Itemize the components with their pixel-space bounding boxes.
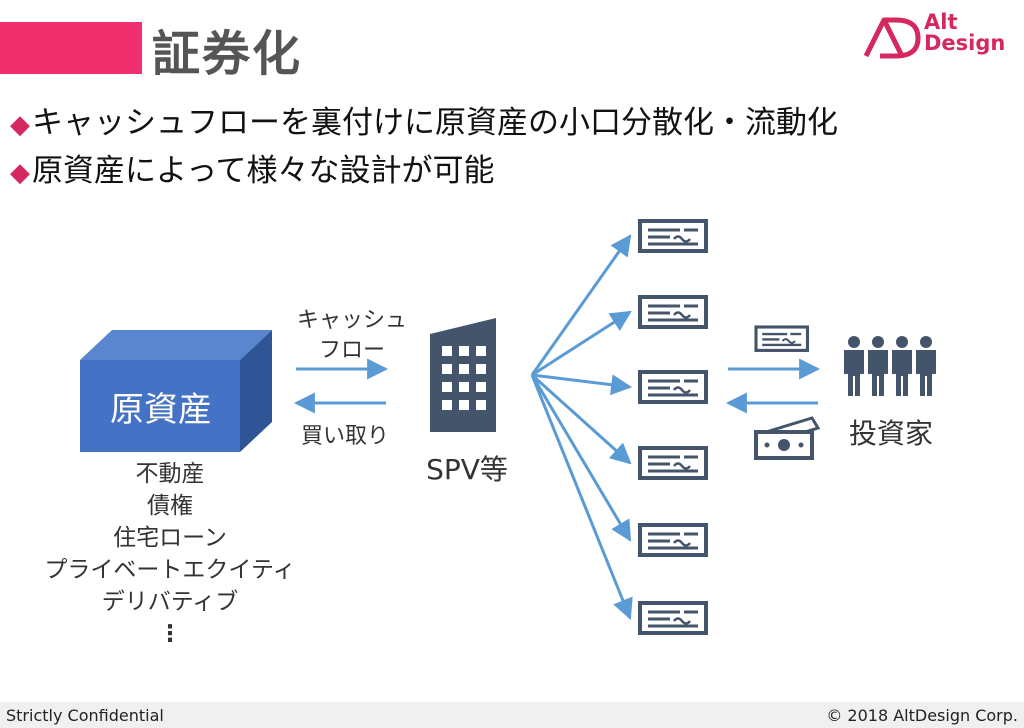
asset-box-label: 原資産	[110, 390, 212, 430]
purchase-label: 買い取り	[300, 424, 389, 449]
diamond-bullet-icon: ◆	[10, 158, 30, 188]
diamond-bullet-icon: ◆	[10, 110, 30, 140]
security-certificate-icon	[638, 601, 708, 635]
bullet-item: ◆キャッシュフローを裏付けに原資産の小口分散化・流動化	[10, 100, 838, 148]
cashflow-label: キャッシュ フロー	[292, 306, 412, 366]
cash-icon	[754, 416, 821, 460]
footer	[0, 702, 1024, 728]
logo-mark-icon	[863, 17, 921, 59]
security-certificate-icon	[754, 325, 810, 352]
list-item: プライベートエクイティ	[44, 557, 296, 583]
title-accent-bar	[0, 22, 142, 74]
bullet-text: キャッシュフローを裏付けに原資産の小口分散化・流動化	[32, 105, 838, 141]
footer-confidential: Strictly Confidential	[6, 706, 164, 725]
cashflow-label-line-1: キャッシュ	[296, 308, 407, 333]
logo-line-1: Alt	[924, 10, 958, 34]
altdesign-logo: Alt Design	[862, 12, 1012, 62]
list-item: 住宅ローン	[113, 525, 227, 551]
logo-text: Alt Design	[924, 12, 1005, 54]
bullet-text: 原資産によって様々な設計が可能	[32, 153, 495, 189]
security-certificate-icon	[638, 523, 708, 557]
cashflow-label-line-2: フロー	[318, 338, 385, 363]
distribution-arrows	[530, 234, 633, 620]
asset-examples-list: 不動産 債権 住宅ローン プライベートエクイティ デリバティブ ⋮	[40, 458, 300, 650]
bullet-item: ◆原資産によって様々な設計が可能	[10, 148, 838, 196]
building-icon	[430, 318, 496, 432]
investor-label: 投資家	[848, 417, 933, 450]
security-certificate-icon	[638, 446, 708, 480]
list-item: 不動産	[135, 461, 205, 487]
page-title: 証券化	[152, 26, 303, 82]
bullet-list: ◆キャッシュフローを裏付けに原資産の小口分散化・流動化 ◆原資産によって様々な設…	[10, 100, 838, 196]
footer-copyright: © 2018 AltDesign Corp.	[826, 706, 1018, 725]
security-certificate-icon	[638, 295, 708, 329]
security-certificate-icon	[638, 370, 708, 404]
list-item: ⋮	[158, 621, 182, 647]
investors-icon	[844, 336, 936, 396]
spv-label: SPV等	[426, 453, 508, 486]
logo-line-2: Design	[924, 31, 1006, 55]
security-certificate-icon	[638, 219, 708, 253]
list-item: デリバティブ	[101, 589, 239, 615]
list-item: 債権	[147, 493, 193, 519]
asset-box	[80, 330, 272, 452]
